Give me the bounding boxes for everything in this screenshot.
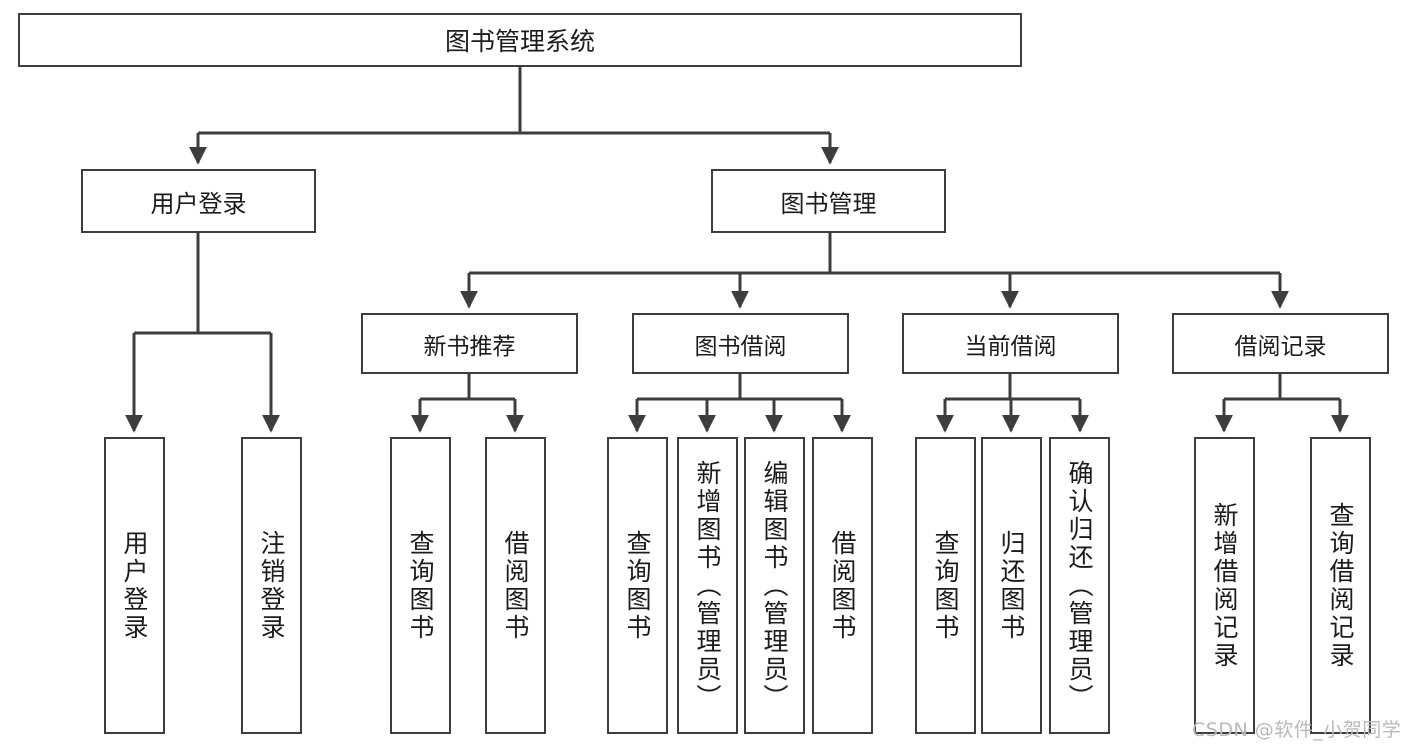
leaf-new-book-query-label: 查询图书 (406, 529, 435, 642)
leaf-new-book-query[interactable]: 查询图书 (390, 437, 451, 734)
leaf-book-borrow-borrow[interactable]: 借阅图书 (812, 437, 873, 734)
leaf-book-borrow-query-label: 查询图书 (623, 529, 652, 642)
leaf-book-borrow-add-label: 新增图书（管理员） (693, 459, 722, 712)
leaf-user-login-logout[interactable]: 注销登录 (241, 437, 302, 734)
node-borrow-record-label: 借阅记录 (1234, 333, 1327, 360)
node-current-borrow[interactable]: 当前借阅 (902, 313, 1119, 374)
node-book-borrow[interactable]: 图书借阅 (632, 313, 849, 374)
leaf-book-borrow-add[interactable]: 新增图书（管理员） (677, 437, 738, 734)
csdn-watermark: CSDN @软件_小贺同学 (1192, 719, 1402, 741)
leaf-current-borrow-return-label: 归还图书 (997, 529, 1026, 642)
node-borrow-record[interactable]: 借阅记录 (1172, 313, 1389, 374)
node-root-label: 图书管理系统 (444, 27, 595, 56)
leaf-book-borrow-edit[interactable]: 编辑图书（管理员） (744, 437, 805, 734)
leaf-borrow-record-query-label: 查询借阅记录 (1326, 501, 1355, 670)
node-current-borrow-label: 当前借阅 (964, 333, 1057, 360)
leaf-current-borrow-query[interactable]: 查询图书 (915, 437, 976, 734)
leaf-borrow-record-add[interactable]: 新增借阅记录 (1194, 437, 1255, 734)
leaf-borrow-record-add-label: 新增借阅记录 (1210, 501, 1239, 670)
node-book-management-label: 图书管理 (780, 189, 877, 218)
leaf-user-login-logout-label: 注销登录 (257, 529, 286, 642)
node-user-login-label: 用户登录 (150, 189, 247, 218)
leaf-current-borrow-confirm-return-label: 确认归还（管理员） (1065, 459, 1094, 712)
leaf-new-book-borrow-label: 借阅图书 (501, 529, 530, 642)
leaf-user-login-login[interactable]: 用户登录 (104, 437, 165, 734)
leaf-current-borrow-confirm-return[interactable]: 确认归还（管理员） (1049, 437, 1110, 734)
leaf-current-borrow-return[interactable]: 归还图书 (981, 437, 1042, 734)
node-new-book-recommend[interactable]: 新书推荐 (361, 313, 578, 374)
leaf-new-book-borrow[interactable]: 借阅图书 (485, 437, 546, 734)
leaf-borrow-record-query[interactable]: 查询借阅记录 (1310, 437, 1371, 734)
node-book-borrow-label: 图书借阅 (694, 333, 787, 360)
leaf-current-borrow-query-label: 查询图书 (931, 529, 960, 642)
leaf-book-borrow-borrow-label: 借阅图书 (828, 529, 857, 642)
leaf-book-borrow-edit-label: 编辑图书（管理员） (760, 459, 789, 712)
node-user-login[interactable]: 用户登录 (81, 169, 316, 233)
leaf-user-login-login-label: 用户登录 (120, 529, 149, 642)
node-root-book-management-system[interactable]: 图书管理系统 (18, 13, 1022, 67)
node-new-book-recommend-label: 新书推荐 (423, 333, 516, 360)
node-book-management[interactable]: 图书管理 (711, 169, 946, 233)
leaf-book-borrow-query[interactable]: 查询图书 (607, 437, 668, 734)
